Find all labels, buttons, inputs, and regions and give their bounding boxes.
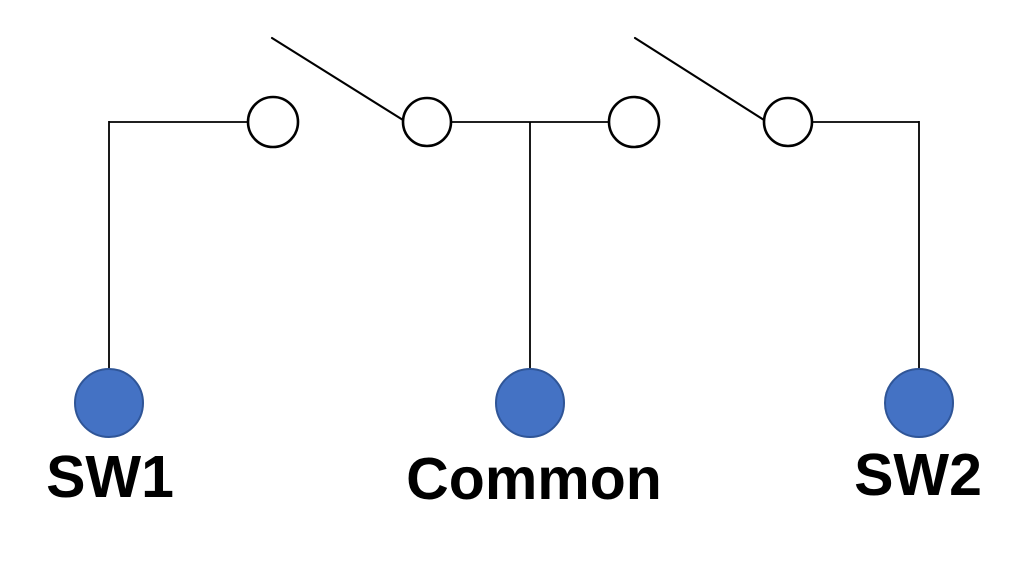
terminal-labels: SW1 Common SW2 [46, 442, 982, 512]
switch-2-lever [633, 36, 766, 122]
label-common: Common [406, 446, 662, 512]
wires [108, 121, 920, 370]
switch-1-contact-left [246, 95, 300, 149]
switch-1-open [246, 36, 453, 149]
terminals [74, 368, 954, 438]
switch-2-contact-right [762, 96, 814, 148]
switch-1-lever [270, 36, 405, 122]
label-sw1: SW1 [46, 444, 174, 510]
switch-2-open [607, 36, 814, 149]
terminal-sw1 [74, 368, 144, 438]
switch-2-contact-left [607, 95, 661, 149]
label-sw2: SW2 [854, 442, 982, 508]
terminal-sw2 [884, 368, 954, 438]
switch-1-contact-right [401, 96, 453, 148]
terminal-common [495, 368, 565, 438]
